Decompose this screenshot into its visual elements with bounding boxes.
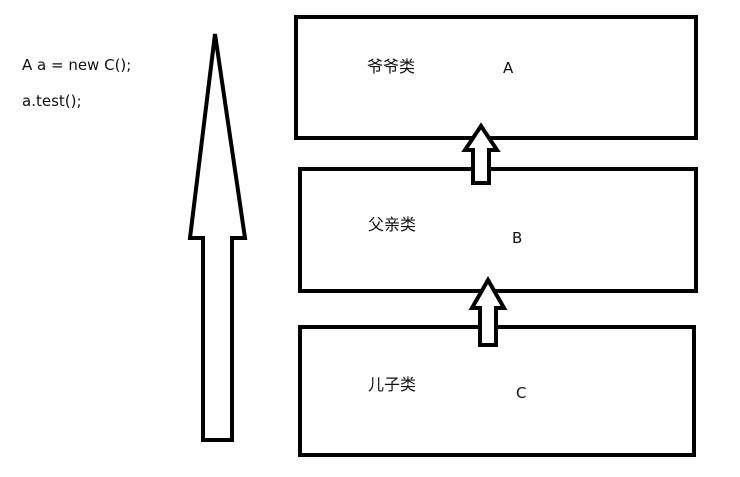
inherits-arrow-parent-to-grandparent <box>461 122 501 185</box>
inherits-arrow-child-to-parent <box>468 275 508 347</box>
code-line-instantiation: A a = new C(); <box>22 56 132 74</box>
class-box-grandparent: 爷爷类 A <box>294 15 698 140</box>
lookup-direction-arrow <box>187 33 248 442</box>
class-box-child-label: 儿子类 <box>368 375 416 394</box>
class-box-grandparent-letter: A <box>503 59 514 77</box>
code-line-method-call: a.test(); <box>22 92 82 110</box>
class-box-parent: 父亲类 B <box>298 167 698 293</box>
class-box-grandparent-label: 爷爷类 <box>367 57 415 76</box>
class-box-parent-label: 父亲类 <box>368 215 416 234</box>
class-box-parent-letter: B <box>512 229 522 247</box>
class-box-child: 儿子类 C <box>298 325 696 457</box>
class-box-child-letter: C <box>516 384 526 402</box>
